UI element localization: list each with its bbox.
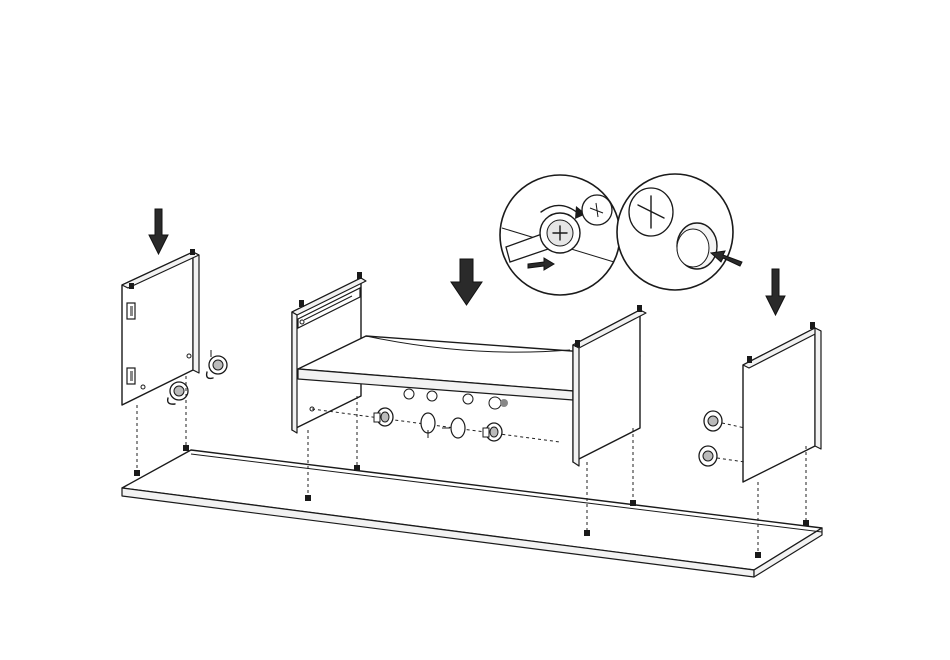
base-board bbox=[122, 450, 822, 577]
arrow-down-center-icon bbox=[451, 259, 482, 305]
arrow-down-left-icon bbox=[149, 209, 168, 254]
cam-fitting-center-a bbox=[374, 408, 393, 426]
center-cam-row bbox=[310, 407, 560, 442]
cam-fitting-center-b bbox=[483, 423, 502, 441]
detail-cap-cover bbox=[617, 174, 742, 290]
cam-fitting-right-upper bbox=[704, 411, 745, 431]
cam-fitting-left-lower bbox=[168, 382, 188, 404]
hinge-bottom bbox=[127, 368, 135, 384]
cap-cover bbox=[677, 223, 717, 269]
cap-cover-a bbox=[421, 413, 435, 438]
left-side-panel bbox=[122, 249, 199, 405]
cam-socket bbox=[629, 188, 673, 236]
cam-fitting-right-lower bbox=[699, 446, 745, 466]
hinge-top bbox=[127, 303, 135, 319]
cam-fitting-left-upper bbox=[207, 350, 227, 378]
arrow-down-right-icon bbox=[766, 269, 785, 315]
cap-cover-b bbox=[442, 418, 465, 438]
detail-cam-lock-tightening bbox=[500, 175, 620, 295]
right-side-panel bbox=[743, 322, 821, 482]
